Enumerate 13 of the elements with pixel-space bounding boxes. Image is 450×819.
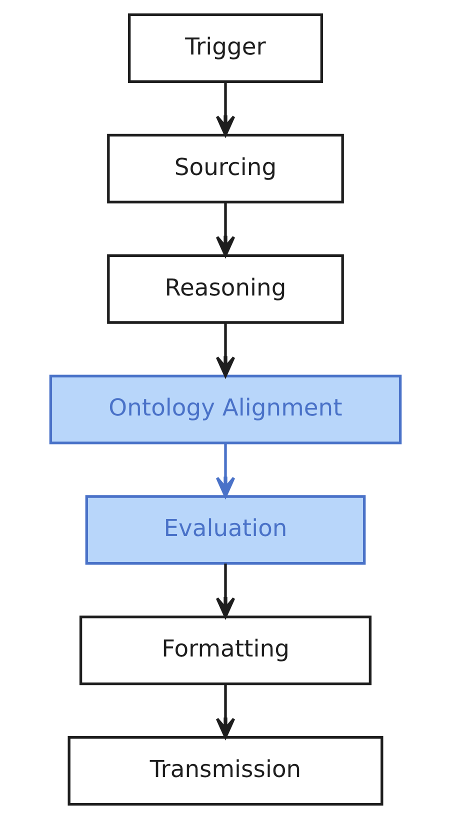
node-box: Sourcing: [106, 134, 344, 204]
arrow: [215, 202, 235, 257]
arrow: [215, 684, 235, 739]
arrow: [215, 443, 235, 498]
arrow: [215, 322, 235, 378]
node-box: Ontology Alignment: [48, 374, 402, 444]
node-box: Evaluation: [84, 495, 366, 565]
node-box: Reasoning: [106, 254, 344, 324]
node-box: Formatting: [78, 616, 372, 686]
arrow: [215, 564, 235, 618]
node-box: Trigger: [127, 13, 323, 83]
arrow: [215, 82, 235, 136]
node-box: Transmission: [67, 736, 383, 806]
